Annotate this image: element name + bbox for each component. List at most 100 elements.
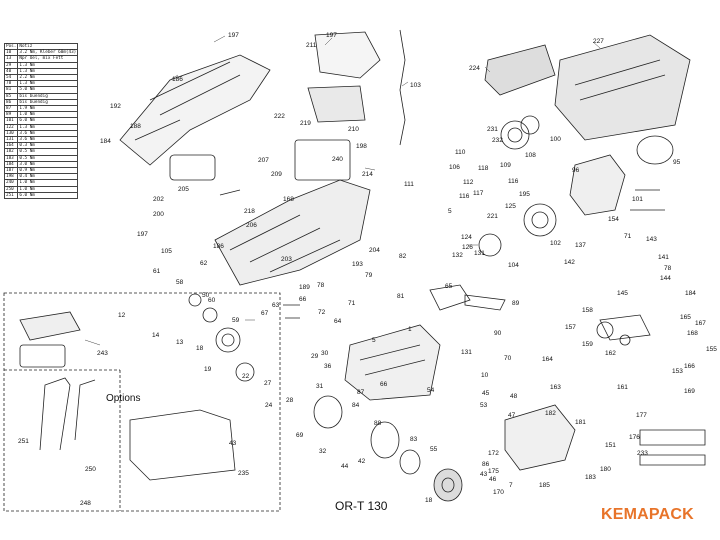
- part-callout: 224: [469, 65, 480, 72]
- part-callout: 124: [461, 234, 472, 241]
- part-callout: 104: [508, 262, 519, 269]
- part-callout: 64: [334, 318, 342, 325]
- part-callout: 235: [238, 470, 249, 477]
- part-callout: 167: [695, 320, 706, 327]
- part-callout: 218: [244, 208, 255, 215]
- part-callout: 118: [478, 165, 489, 172]
- options-label: Options: [106, 393, 141, 404]
- part-callout: 163: [550, 384, 561, 391]
- table-cell-note: bis buendig: [17, 92, 79, 100]
- table-cell-pos: 78: [3, 80, 19, 88]
- part-callout: 168: [687, 330, 698, 337]
- part-callout: 116: [508, 178, 519, 185]
- part-callout: 157: [565, 324, 576, 331]
- part-callout: 159: [582, 341, 593, 348]
- part-callout: 87: [357, 389, 365, 396]
- part-callout: 243: [97, 350, 108, 357]
- part-callout: 197: [137, 231, 148, 238]
- part-callout: 207: [258, 157, 269, 164]
- part-callout: 13: [176, 339, 184, 346]
- table-cell-note: 1.0 Nm: [17, 111, 79, 119]
- part-callout: 78: [317, 282, 325, 289]
- table-cell-note: 1.9 Nm: [17, 105, 79, 113]
- part-callout: 65: [445, 283, 453, 290]
- part-callout: 79: [365, 272, 373, 279]
- table-cell-pos: 250: [3, 185, 19, 193]
- table-cell-pos: 101: [3, 117, 19, 125]
- table-cell-pos: Pos.: [3, 42, 19, 51]
- part-callout: 169: [684, 388, 695, 395]
- part-callout: 168: [283, 196, 294, 203]
- table-cell-pos: 85: [3, 92, 19, 100]
- part-callout: 200: [153, 211, 164, 218]
- part-callout: 219: [300, 120, 311, 127]
- part-callout: 31: [316, 383, 324, 390]
- table-cell-pos: 54: [3, 73, 19, 82]
- part-callout: 180: [600, 466, 611, 473]
- part-callout: 30: [321, 350, 329, 357]
- part-callout: 183: [585, 474, 596, 481]
- part-callout: 197: [228, 32, 239, 39]
- part-callout: 27: [264, 380, 272, 387]
- table-cell-note: 6.0 Nm: [17, 191, 79, 200]
- part-callout: 164: [542, 356, 553, 363]
- part-callout: 202: [153, 196, 164, 203]
- part-callout: 60: [208, 297, 216, 304]
- part-callout: 71: [624, 233, 632, 240]
- part-callout: 43: [480, 471, 488, 478]
- part-callout: 209: [271, 171, 282, 178]
- part-callout: 198: [356, 143, 367, 150]
- part-callout: 43: [229, 440, 237, 447]
- part-callout: 154: [608, 216, 619, 223]
- part-callout: 211: [306, 42, 317, 49]
- table-cell-pos: 13: [3, 55, 19, 63]
- part-callout: 203: [281, 256, 292, 263]
- part-callout: 162: [605, 350, 616, 357]
- part-callout: 42: [358, 458, 366, 465]
- part-callout: 145: [617, 290, 628, 297]
- part-callout: 88: [374, 420, 382, 427]
- part-callout: 112: [463, 179, 474, 186]
- part-callout: 48: [510, 393, 518, 400]
- part-callout: 47: [508, 412, 516, 419]
- table-cell-note: 6.0 Nm: [17, 117, 79, 125]
- part-callout: 126: [462, 244, 473, 251]
- part-callout: 29: [311, 353, 319, 360]
- part-callout: 108: [525, 152, 536, 159]
- part-callout: 172: [488, 450, 499, 457]
- part-callout: 89: [512, 300, 520, 307]
- part-callout: 141: [658, 254, 669, 261]
- part-callout: 70: [504, 355, 512, 362]
- part-callout: 131: [461, 349, 472, 356]
- part-callout: 67: [261, 310, 269, 317]
- part-callout: 53: [480, 402, 488, 409]
- part-callout: 82: [399, 253, 407, 260]
- table-cell-pos: 122: [3, 123, 19, 131]
- part-callout: 165: [680, 314, 691, 321]
- part-callout: 105: [161, 248, 172, 255]
- part-callout: 100: [550, 136, 561, 143]
- part-callout: 197: [326, 32, 337, 39]
- part-callout: 61: [153, 268, 161, 275]
- table-cell-note: 1.3 Nm: [17, 67, 79, 76]
- part-callout: 7: [509, 482, 513, 489]
- part-callout: 132: [452, 252, 463, 259]
- part-callout: 95: [673, 159, 681, 166]
- part-callout: 144: [660, 275, 671, 282]
- part-callout: 189: [299, 284, 310, 291]
- part-callout: 110: [455, 149, 466, 156]
- table-cell-note: bis buendig: [17, 98, 79, 107]
- part-callout: 177: [636, 412, 647, 419]
- part-callout: 184: [685, 290, 696, 297]
- part-callout: 184: [100, 138, 111, 145]
- part-callout: 103: [410, 82, 421, 89]
